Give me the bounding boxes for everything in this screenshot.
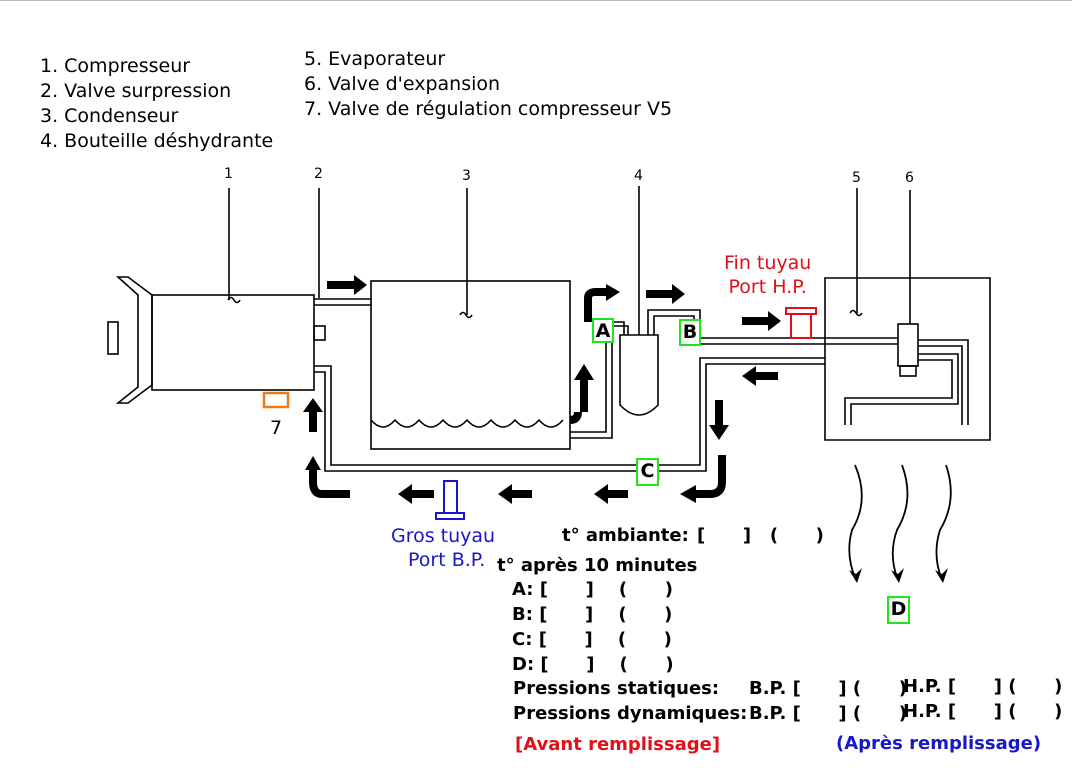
- flow-arrow: [742, 366, 778, 386]
- point-d: D: [887, 596, 910, 624]
- static-pressure-label: Pressions statiques:: [513, 678, 720, 699]
- compressor-body: [151, 294, 315, 391]
- flow-arrow: [498, 484, 532, 504]
- compressor-shaft: [107, 321, 119, 355]
- legend-item: 7. Valve de régulation compresseur V5: [304, 98, 673, 120]
- bp-port-label: Gros tuyau Port B.P.: [391, 525, 496, 571]
- reading-row-c: C: [ ] ( ): [512, 629, 672, 650]
- point-b: B: [679, 319, 701, 346]
- valve-7-marker: [262, 391, 290, 409]
- legend-right: 5. Evaporateur 6. Valve d'expansion 7. V…: [304, 47, 672, 122]
- flow-arrow: [398, 484, 434, 504]
- dynamic-bp: B.P. [ ] ( ): [749, 703, 907, 724]
- evaporator-body: [824, 277, 991, 441]
- bp-port: [443, 480, 458, 514]
- airflow-arrow: [935, 464, 952, 581]
- component-number-3: 3: [462, 168, 471, 184]
- flow-arrow: [574, 364, 594, 412]
- airflow-arrow: [891, 464, 909, 581]
- flow-arrow: [709, 400, 729, 440]
- reading-row-b: B: [ ] ( ): [512, 604, 673, 625]
- reading-row-d: D: [ ] ( ): [512, 654, 674, 675]
- flow-arrow: [594, 484, 628, 504]
- reading-row-a: A: [ ] ( ): [512, 579, 673, 600]
- point-a: A: [592, 318, 614, 343]
- top-border: [0, 0, 1072, 1]
- point-c: C: [636, 458, 659, 486]
- valve-7-label: 7: [270, 417, 283, 439]
- condenser-body: [370, 280, 571, 450]
- static-bp: B.P. [ ] ( ): [749, 678, 907, 699]
- static-hp: H.P. [ ] ( ): [903, 676, 1063, 697]
- hp-port-label: Fin tuyau Port H.P.: [724, 252, 812, 298]
- airflow-arrow: [848, 464, 863, 581]
- flow-arrow: [327, 275, 367, 295]
- dynamic-hp: H.P. [ ] ( ): [903, 701, 1063, 722]
- flow-arrow: [742, 311, 781, 331]
- legend-item: 4. Bouteille déshydrante: [40, 130, 274, 152]
- legend-item: 1. Compresseur: [40, 55, 191, 77]
- legend-item: 6. Valve d'expansion: [304, 73, 501, 95]
- condenser-fins: [370, 418, 564, 428]
- component-number-1: 1: [224, 166, 233, 182]
- legend-item: 5. Evaporateur: [304, 48, 446, 70]
- legend-item: 3. Condenseur: [40, 105, 179, 127]
- expansion-valve: [897, 323, 919, 367]
- hp-port: [790, 313, 812, 339]
- dryer-bottle: [619, 334, 659, 416]
- compressor-pulley: [115, 276, 153, 404]
- component-number-2: 2: [314, 166, 323, 182]
- before-fill-note: [Avant remplissage]: [515, 734, 721, 755]
- flow-arrow: [646, 284, 685, 304]
- component-number-4: 4: [634, 168, 643, 184]
- legend-left: 1. Compresseur 2. Valve surpression 3. C…: [40, 54, 273, 154]
- after-10-title: t° après 10 minutes: [497, 555, 698, 576]
- flow-arrow: [303, 398, 323, 432]
- ambient-temp-label: t° ambiante:: [562, 525, 689, 546]
- after-fill-note: (Après remplissage): [836, 733, 1042, 754]
- legend-item: 2. Valve surpression: [40, 80, 232, 102]
- component-number-5: 5: [852, 170, 861, 186]
- compressor-fitting: [313, 325, 326, 341]
- ambient-temp-value: [ ] ( ): [697, 525, 824, 546]
- bp-port-base: [435, 512, 465, 520]
- dynamic-pressure-label: Pressions dynamiques:: [513, 703, 748, 724]
- component-number-6: 6: [905, 170, 914, 186]
